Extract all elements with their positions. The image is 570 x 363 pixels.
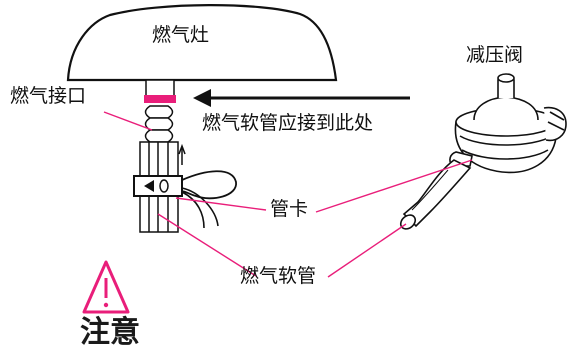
arrow-left-icon <box>193 89 410 107</box>
clamp-label: 管卡 <box>270 198 309 220</box>
stove-label: 燃气灶 <box>152 24 210 46</box>
valve-label: 减压阀 <box>466 44 524 66</box>
warning-triangle-icon <box>82 260 130 314</box>
instruction-label: 燃气软管应接到此处 <box>202 112 374 134</box>
stove-body <box>66 4 338 82</box>
valve-outlet-tube <box>399 159 472 230</box>
pressure-regulator-valve <box>449 73 567 174</box>
gas-inlet-seal <box>144 95 176 103</box>
warning-label: 注意 <box>80 315 140 350</box>
gas-inlet-label: 燃气接口 <box>10 85 87 107</box>
hose-label: 燃气软管 <box>240 265 317 287</box>
threaded-nipple <box>144 105 174 143</box>
leader-lines <box>103 111 473 278</box>
